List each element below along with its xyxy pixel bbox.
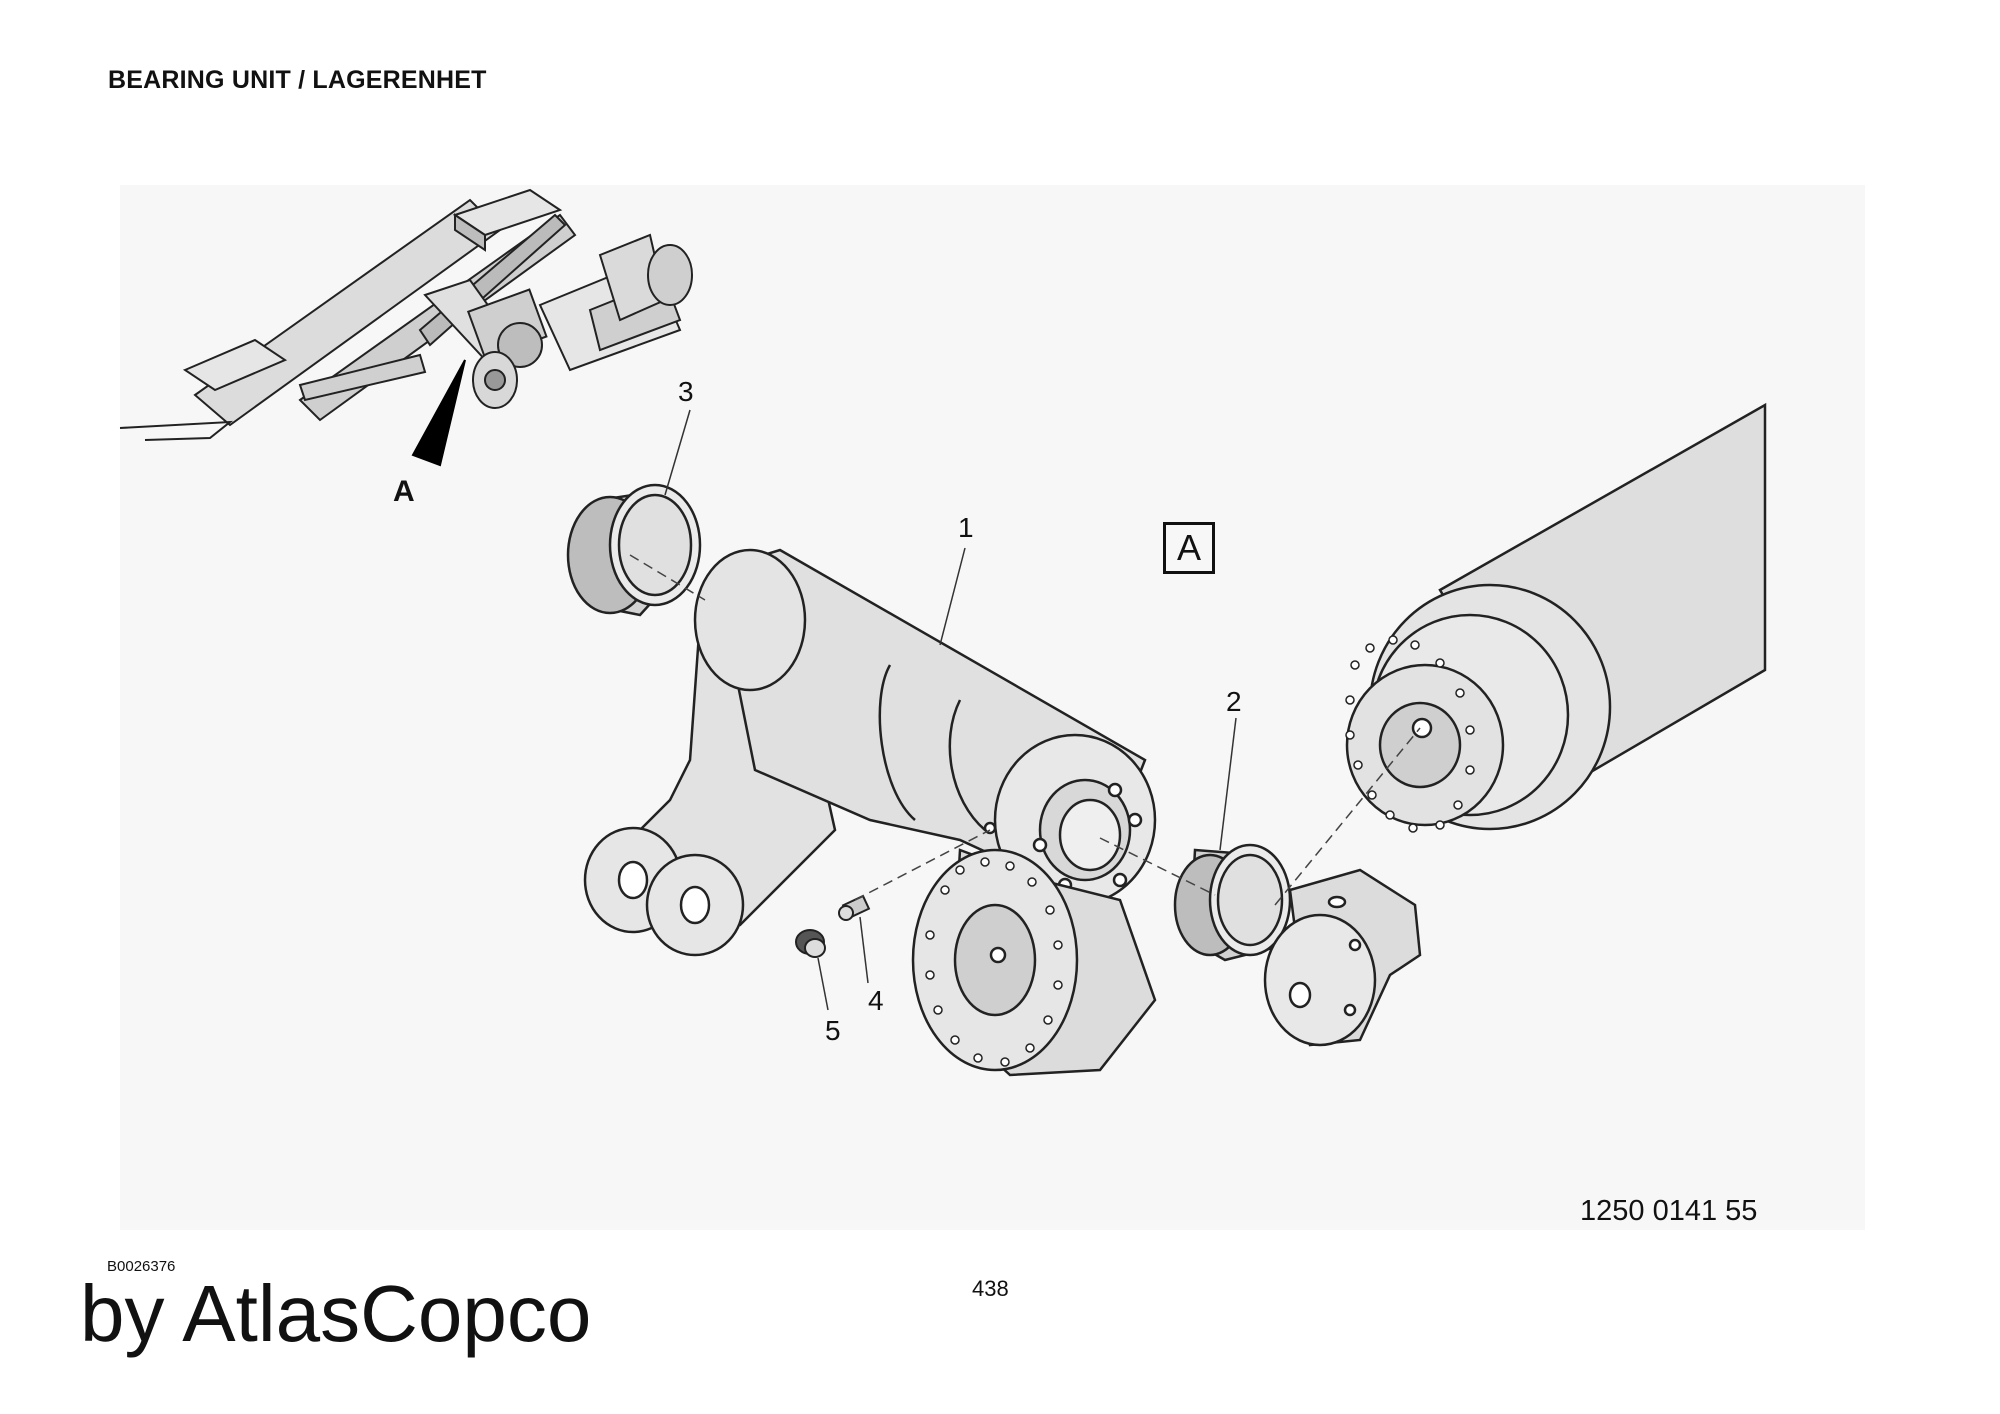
protective-cap-part-5 — [795, 929, 826, 958]
drawing-part-number: 1250 0141 55 — [1580, 1195, 1758, 1227]
flange-bolt-holes — [925, 857, 1063, 1067]
grease-nipple-part-4 — [838, 894, 871, 921]
callout-number: 4 — [868, 985, 884, 1016]
callout-number: 5 — [825, 1015, 841, 1046]
document-code: B0026376 — [107, 1258, 176, 1275]
bearing-housing — [583, 548, 1157, 1077]
assembly-lines — [629, 554, 1421, 906]
brand-watermark: by AtlasCopco — [80, 1269, 592, 1358]
overview-view-letter: A — [393, 475, 415, 508]
page-number: 438 — [972, 1276, 1009, 1301]
leader-lines — [664, 409, 1237, 1011]
overview-machine-illustration — [119, 188, 693, 467]
bushing-part-2 — [1173, 843, 1292, 962]
page-title: BEARING UNIT / LAGERENHET — [108, 66, 487, 94]
callout-number: 1 — [958, 512, 974, 543]
callout-number: 3 — [678, 376, 694, 407]
section-reference-box: A — [1163, 522, 1215, 574]
end-cap — [1263, 868, 1422, 1047]
bushing-part-3 — [566, 483, 702, 617]
callout-number: 2 — [1226, 686, 1242, 717]
tube-flange-bolt-holes — [1345, 635, 1475, 833]
drive-tube — [1345, 402, 1767, 831]
